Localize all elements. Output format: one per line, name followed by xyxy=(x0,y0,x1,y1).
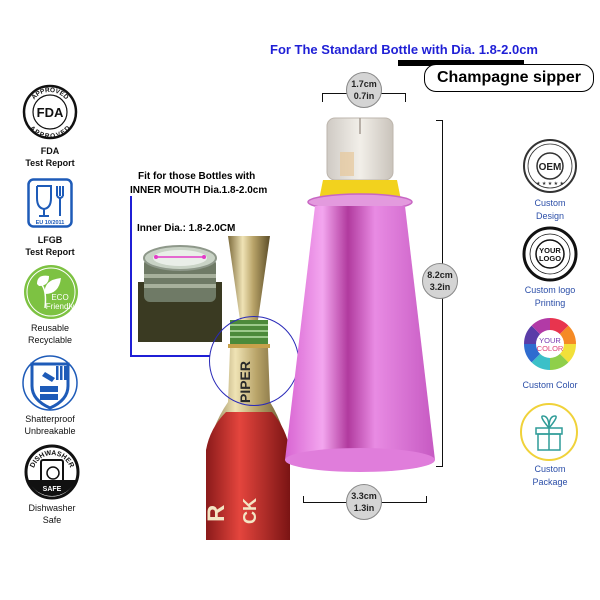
custom-design-label: Custom Design xyxy=(534,198,566,221)
eco-label: Reusable Recyclable xyxy=(27,323,73,345)
dishwasher-safe-icon: DISHWASHER SAFE xyxy=(24,444,80,505)
champagne-sipper-product xyxy=(285,112,435,482)
svg-text:YOUR: YOUR xyxy=(539,336,561,345)
custom-logo-printing-label: Custom logo Printing xyxy=(524,285,576,308)
svg-text:SAFE: SAFE xyxy=(43,486,62,493)
headline: For The Standard Bottle with Dia. 1.8-2.… xyxy=(270,42,538,57)
svg-text:CK: CK xyxy=(240,498,260,524)
svg-text:ECO: ECO xyxy=(51,293,68,302)
top-width-dimension: 1.7cm 0.7in xyxy=(346,72,382,108)
custom-package-label: Custom Package xyxy=(532,464,568,487)
fda-approved-icon: FDA APPROVED APPROVED xyxy=(22,84,78,145)
color-wheel-icon: YOUR COLOR xyxy=(522,316,578,377)
svg-text:COLOR: COLOR xyxy=(537,344,564,353)
fit-description: Fit for those Bottles with INNER MOUTH D… xyxy=(130,171,268,196)
svg-text:FDA: FDA xyxy=(37,105,64,120)
shatterproof-icon xyxy=(22,354,78,417)
shatterproof-label: Shatterproof Unbreakable xyxy=(24,414,76,436)
svg-text:LOGO: LOGO xyxy=(539,254,561,263)
custom-color-label: Custom Color xyxy=(522,380,578,390)
callout-line-horizontal xyxy=(130,355,210,357)
svg-text:OEM: OEM xyxy=(539,162,562,173)
lfgb-food-safe-icon: EU 10/2011 xyxy=(27,178,73,233)
fda-label: FDA Test Report xyxy=(25,146,75,168)
eco-friendly-icon: ECO Friendly xyxy=(23,264,79,325)
oem-stamp-icon: OEM ★ ★ ★ ★ ★ xyxy=(522,138,578,199)
svg-text:★ ★ ★ ★ ★: ★ ★ ★ ★ ★ xyxy=(536,181,564,187)
your-logo-stamp-icon: YOUR LOGO xyxy=(522,226,578,287)
svg-text:R: R xyxy=(203,505,230,522)
svg-text:EU 10/2011: EU 10/2011 xyxy=(36,220,65,226)
gift-package-icon xyxy=(519,402,579,467)
dishwasher-label: Dishwasher Safe xyxy=(28,503,76,525)
callout-line-vertical xyxy=(130,196,132,356)
inner-diameter-label: Inner Dia.: 1.8-2.0CM xyxy=(137,223,236,234)
svg-text:Friendly: Friendly xyxy=(46,302,74,311)
svg-text:YOUR: YOUR xyxy=(539,246,561,255)
height-dimension: 8.2cm 3.2in xyxy=(422,263,458,299)
product-title: Champagne sipper xyxy=(424,64,594,92)
decorative-bar xyxy=(398,60,524,66)
bottle-mouth-photo xyxy=(138,242,222,342)
bottom-width-dimension: 3.3cm 1.3in xyxy=(346,484,382,520)
lfgb-label: LFGB Test Report xyxy=(25,235,75,257)
